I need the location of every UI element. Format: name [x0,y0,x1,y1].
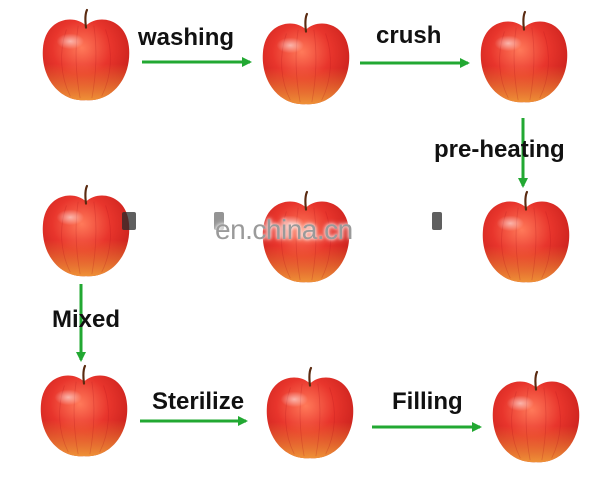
step-label-crush: crush [376,22,442,49]
step-label-sterilize: Sterilize [152,388,245,415]
obscured-text [214,212,224,230]
watermark-text: en.china.cn [215,214,353,245]
obscured-text [432,212,442,230]
step-label-washing: washing [138,24,235,51]
obscured-text [122,212,136,230]
step-label-mixed: Mixed [52,306,121,333]
step-label-preheating: pre-heating [434,136,565,163]
step-label-filling: Filling [392,388,463,415]
